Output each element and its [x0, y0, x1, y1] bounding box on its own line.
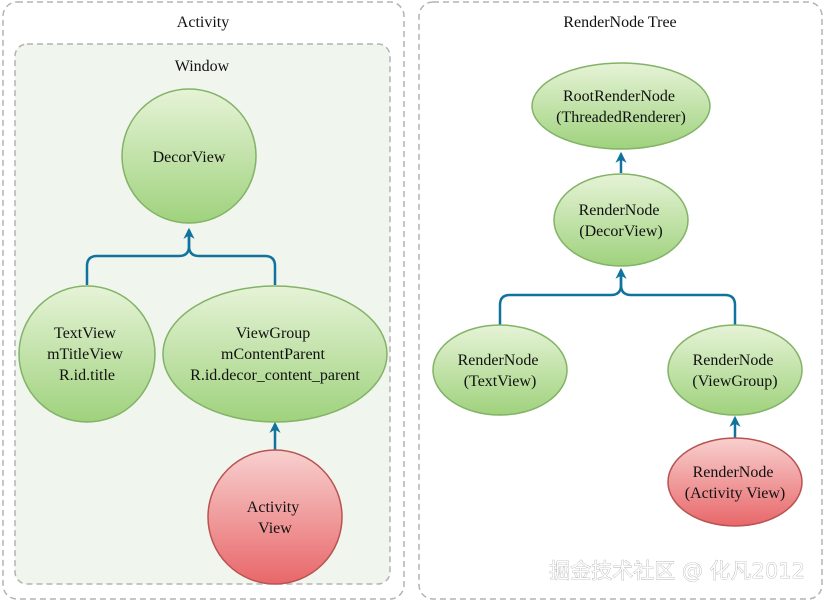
watermark-text: 掘金技术社区 @ 化凡2012	[549, 559, 805, 583]
svg-text:RenderNode (TextView): RenderNode (TextView)	[458, 352, 543, 390]
node-rendernode-activityview: RenderNode (Activity View)	[667, 437, 803, 527]
node-rendernode-viewgroup: RenderNode (ViewGroup)	[667, 324, 803, 416]
connector-viewgroup-to-decorview	[187, 230, 277, 285]
rendernode-panel-title: RenderNode Tree	[563, 14, 676, 31]
activity-connectors	[85, 227, 281, 450]
svg-text:ViewGroup mContentParent: ViewGroup mContentParent R.id.decor_cont…	[190, 325, 360, 384]
svg-text:RenderNode (DecorView): RenderNode (DecorView)	[579, 202, 664, 240]
svg-text:Activity View: Activity View	[247, 499, 303, 537]
connector-group-to-decor	[619, 270, 737, 325]
node-text-view: TextView mTitleView R.id.title	[18, 285, 156, 423]
svg-text:DecorView: DecorView	[153, 149, 226, 166]
node-rendernode-textview: RenderNode (TextView)	[432, 324, 568, 416]
node-activity-view: Activity View	[207, 449, 343, 585]
node-view-group: ViewGroup mContentParent R.id.decor_cont…	[162, 285, 388, 423]
svg-text:RenderNode (Activity Vie: RenderNode (Activity View)	[685, 464, 786, 502]
window-panel-title: Window	[175, 58, 230, 75]
svg-text:RenderNode (ViewGroup): RenderNode (ViewGroup)	[692, 352, 777, 390]
svg-text:RootRenderNode (Threaded: RootRenderNode (ThreadedRenderer)	[556, 88, 686, 126]
node-decor-view: DecorView	[121, 88, 257, 224]
node-root-rendernode: RootRenderNode (ThreadedRenderer)	[531, 62, 711, 150]
node-rendernode-decorview: RenderNode (DecorView)	[553, 173, 689, 267]
rendernode-connectors	[498, 151, 741, 438]
svg-text:TextView mTitleView: TextView mTitleView R.id.title	[47, 325, 127, 384]
activity-panel-title: Activity	[177, 14, 229, 31]
